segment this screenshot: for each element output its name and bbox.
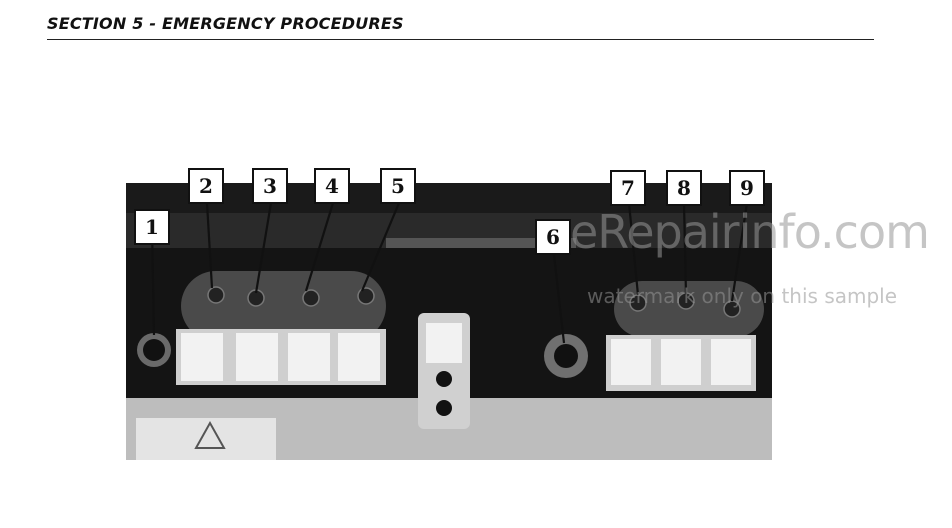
callout-4: 4 xyxy=(314,168,350,204)
callout-9: 9 xyxy=(729,170,765,206)
callout-3: 3 xyxy=(252,168,288,204)
callout-7: 7 xyxy=(610,170,646,206)
callout-5: 5 xyxy=(380,168,416,204)
section-header: SECTION 5 - EMERGENCY PROCEDURES xyxy=(47,11,874,40)
control-panel-photo xyxy=(126,183,772,460)
callout-1: 1 xyxy=(134,209,170,245)
callout-2: 2 xyxy=(188,168,224,204)
section-title: SECTION 5 - EMERGENCY PROCEDURES xyxy=(47,14,404,33)
callout-8: 8 xyxy=(666,170,702,206)
callout-6: 6 xyxy=(535,219,571,255)
